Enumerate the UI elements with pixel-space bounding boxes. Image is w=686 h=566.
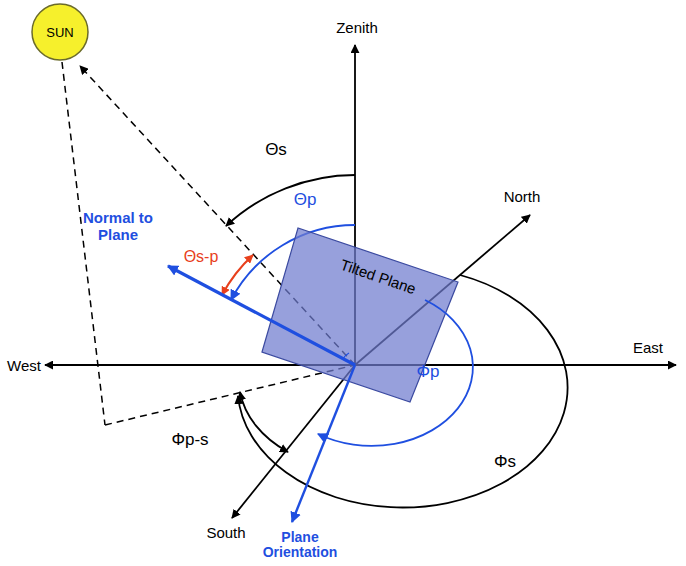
- normal-vector: [168, 266, 355, 365]
- vector-label: Normal to Plane: [78, 210, 158, 243]
- vector-label: Plane Orientation: [254, 530, 346, 561]
- angle-label: Φp: [416, 363, 439, 382]
- angle-label: Φp-s: [171, 431, 208, 450]
- angle-label: Θs-p: [184, 248, 219, 266]
- sun-circle: SUN: [30, 2, 90, 62]
- sun-label: SUN: [46, 25, 73, 40]
- angle-label: Θs: [265, 141, 287, 160]
- axis-label: East: [633, 340, 663, 357]
- right-angle-mark: [343, 353, 349, 359]
- angle-arcs: [222, 175, 568, 508]
- axis-label: West: [7, 358, 41, 375]
- angle-label: Θp: [294, 191, 317, 210]
- angle-label: Φs: [494, 453, 516, 472]
- axis-label: Zenith: [336, 20, 378, 37]
- plane-azimuth-arc: [318, 300, 473, 446]
- axis-label: North: [504, 189, 541, 206]
- compass-axes: [45, 45, 676, 518]
- axis-label: South: [206, 525, 245, 542]
- orientation-vector: [292, 365, 355, 522]
